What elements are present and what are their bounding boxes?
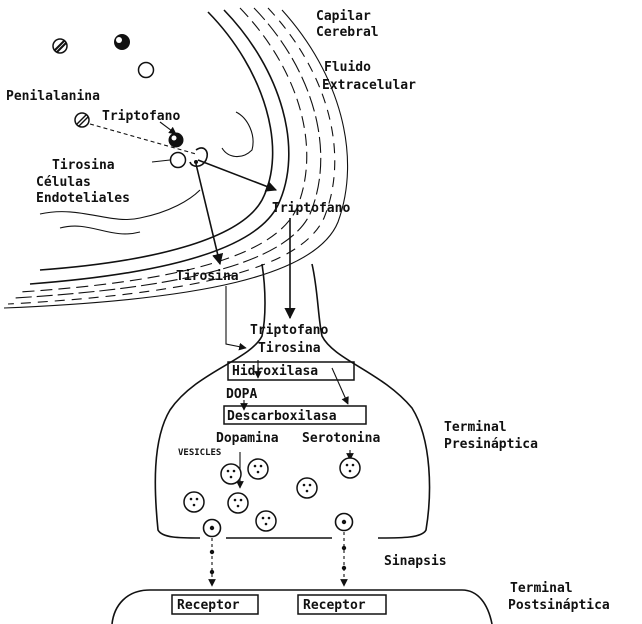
dark-molecule-icon [114,34,130,50]
label-presinaptica: Presináptica [444,437,538,452]
label-extracelular: Extracelular [322,78,416,93]
label-capilar: Capilar [316,9,371,24]
vesicle [228,493,248,513]
vesicle [221,464,241,484]
label-dopa: DOPA [226,387,257,402]
open-molecule-icon [139,63,154,78]
vesicle [248,459,268,479]
label-terminal-pre: Terminal [444,420,507,435]
label-receptor-left: Receptor [177,598,240,613]
postsynaptic-terminal [112,590,492,624]
tyrosine-molecule-icon [171,153,186,168]
vesicle [297,478,317,498]
label-postsinaptica: Postsináptica [508,598,610,613]
label-hidroxilasa: Hidroxilasa [232,364,318,379]
label-vesicles: VESICLES [178,448,221,458]
label-triptofano-inner: Triptofano [250,323,328,338]
vesicle [340,458,360,478]
label-tirosina-mid: Tirosina [176,269,239,284]
label-fluido: Fluido [324,60,371,75]
label-penilalanina: Penilalanina [6,89,100,104]
vesicle [256,511,276,531]
label-cerebral: Cerebral [316,25,379,40]
label-receptor-right: Receptor [303,598,366,613]
phenylalanine-molecule-icon [75,113,89,127]
label-celulas: Células [36,175,91,190]
label-triptofano-top: Triptofano [102,109,180,124]
label-sinapsis: Sinapsis [384,554,447,569]
label-triptofano-right: Triptofano [272,201,350,216]
label-tirosina-inner: Tirosina [258,341,321,356]
label-dopamina: Dopamina [216,431,279,446]
label-endoteliales: Endoteliales [36,191,130,206]
synapse-release [210,532,346,586]
label-terminal-post: Terminal [510,581,573,596]
label-serotonina: Serotonina [302,431,380,446]
label-tirosina-left: Tirosina [52,158,115,173]
tryptophan-molecule-icon [169,133,184,148]
vesicle [184,492,204,512]
label-descarboxilasa: Descarboxilasa [227,409,337,424]
